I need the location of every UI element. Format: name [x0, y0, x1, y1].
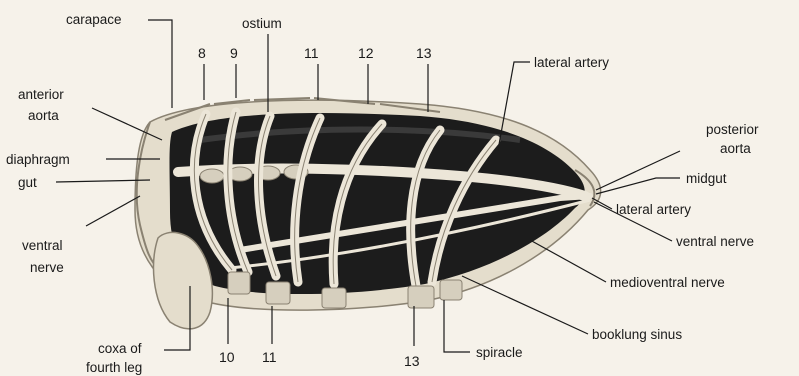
label-posterior-aorta-line2: aorta [720, 141, 751, 156]
abdomen-illustration [135, 98, 601, 329]
label-segment-13: 13 [416, 45, 432, 61]
label-medioventral-nerve: medioventral nerve [610, 275, 725, 290]
label-lateral-artery-top: lateral artery [534, 55, 609, 70]
label-segment-12: 12 [358, 45, 374, 61]
label-segment-9: 9 [230, 45, 238, 61]
label-ostium: ostium [242, 16, 282, 31]
label-ventral-nerve-left-line2: nerve [30, 260, 64, 275]
label-segment-11-bottom: 11 [262, 349, 277, 365]
label-posterior-aorta-line1: posterior [706, 122, 759, 137]
label-ventral-nerve-right: ventral nerve [676, 234, 754, 249]
label-coxa-line2: fourth leg [86, 360, 142, 375]
label-segment-8: 8 [198, 45, 206, 61]
label-midgut: midgut [686, 171, 727, 186]
label-gut: gut [18, 175, 37, 190]
label-anterior-aorta-line1: anterior [18, 87, 64, 102]
label-carapace: carapace [66, 12, 122, 27]
label-spiracle: spiracle [476, 345, 523, 360]
label-segment-13-bottom: 13 [404, 353, 420, 369]
label-booklung-sinus: booklung sinus [592, 327, 682, 342]
label-anterior-aorta-line2: aorta [28, 108, 59, 123]
label-diaphragm: diaphragm [6, 152, 70, 167]
label-segment-11: 11 [304, 45, 319, 61]
label-ventral-nerve-left-line1: ventral [22, 238, 63, 253]
label-coxa-line1: coxa of [98, 341, 142, 356]
label-segment-10-bottom: 10 [219, 349, 235, 365]
label-lateral-artery-right: lateral artery [616, 202, 691, 217]
